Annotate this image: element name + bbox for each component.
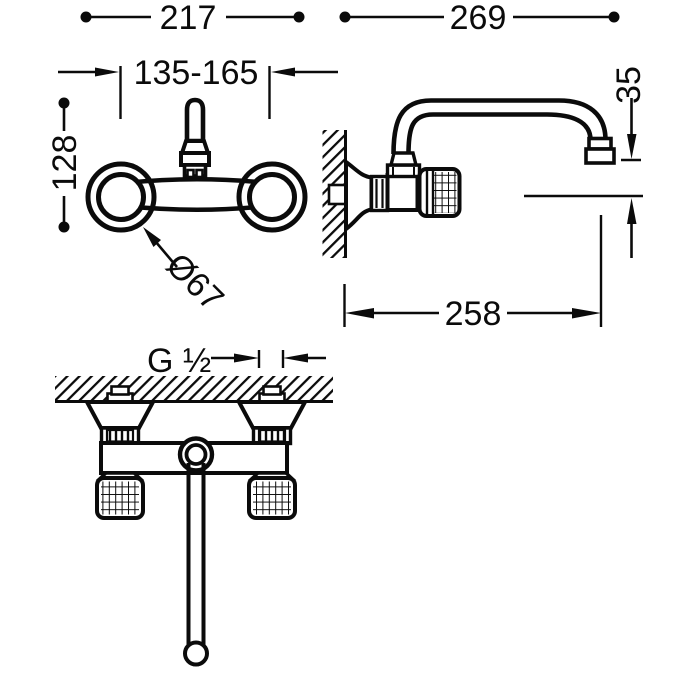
dim-overall-width: 217	[80, 0, 305, 37]
left-escutcheon-ring	[85, 161, 157, 233]
dim-dot	[339, 11, 351, 23]
dim-spout-projection-label: 269	[450, 0, 507, 37]
cartridge-notch	[195, 168, 204, 179]
dim-outlet-height-label: 35	[610, 66, 648, 104]
dim-spout-reach: 258	[343, 215, 603, 333]
right-escutcheon-plan	[235, 400, 309, 430]
aerator-tip	[584, 147, 616, 165]
dim-spout-projection-overall: 269	[339, 0, 620, 37]
dim-outlet-height: 35	[524, 66, 648, 258]
spout-outer-line	[391, 98, 608, 155]
dim-dot	[80, 11, 92, 23]
left-escutcheon-plan	[83, 400, 157, 430]
spout-inner-line	[406, 112, 593, 155]
lever-handle	[184, 97, 206, 144]
handwheel-knurl	[433, 172, 457, 213]
collar-knurl	[369, 174, 390, 213]
cartridge-nut	[182, 163, 208, 178]
dim-overall-width-label: 217	[160, 0, 217, 37]
side-view	[322, 98, 616, 258]
dim-dot	[58, 97, 70, 109]
dim-connection-centers: 135-165	[58, 54, 338, 119]
front-view	[85, 97, 308, 233]
dim-dot	[608, 11, 620, 23]
right-nipple	[262, 385, 282, 396]
dim-spout-reach-label: 258	[445, 295, 502, 333]
dim-dot	[293, 11, 305, 23]
dim-thread-size-label: G ½	[147, 342, 211, 380]
dim-body-height-label: 128	[46, 135, 84, 192]
escutcheon-side	[344, 158, 374, 233]
spout-end-cap	[183, 640, 209, 667]
left-body-end	[96, 172, 146, 222]
cartridge-block	[179, 151, 211, 167]
faucet-body-bar	[122, 176, 271, 213]
left-nipple	[110, 385, 130, 396]
riser-cone	[388, 151, 419, 167]
wall-pipe-stub	[327, 183, 347, 206]
spout-swivel-inner	[184, 443, 208, 466]
valve-body-side	[385, 173, 420, 212]
right-escutcheon-ring	[236, 161, 308, 233]
cartridge-notch	[186, 168, 195, 179]
dim-connection-centers-label: 135-165	[134, 54, 259, 92]
wall-hatching-plan	[55, 376, 333, 401]
dim-escutcheon-diameter: Ø67	[143, 227, 231, 318]
plan-view	[55, 376, 333, 667]
right-body-end	[247, 172, 297, 222]
dim-thread-size: G ½	[147, 342, 326, 380]
dim-body-height: 128	[46, 97, 84, 233]
dim-dot	[58, 221, 70, 233]
